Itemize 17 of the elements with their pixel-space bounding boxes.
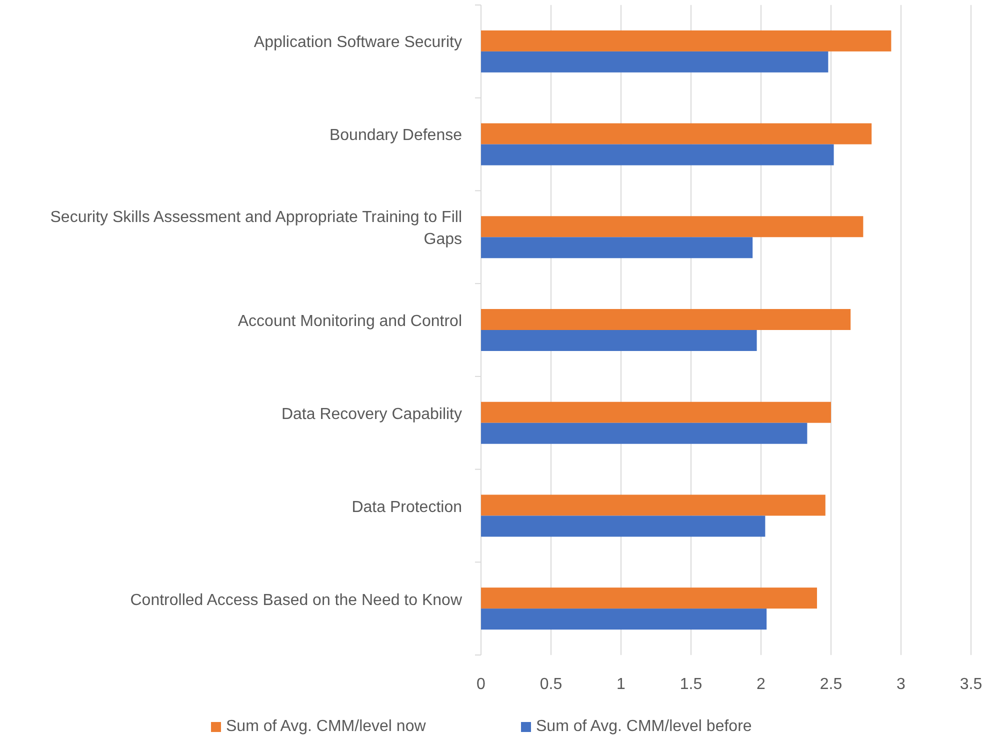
tick-label: 2	[756, 675, 766, 695]
tick-label: 0	[476, 675, 486, 695]
category-label: Security Skills Assessment and Appropriate Training to Fill Gaps	[49, 208, 462, 250]
tick-label: 1	[616, 675, 626, 695]
tick-label: 2.5	[818, 675, 844, 695]
category-label: Data Protection	[352, 498, 462, 518]
category-label: Data Recovery Capability	[281, 404, 462, 425]
legend-label: Sum of Avg. CMM/level before	[536, 717, 752, 737]
tick-label: 3.5	[958, 675, 984, 695]
category-label: Controlled Access Based on the Need to Know	[130, 590, 462, 611]
category-label: Boundary Defense	[329, 126, 462, 146]
tick-label: 1.5	[678, 675, 704, 695]
legend-label: Sum of Avg. CMM/level now	[226, 717, 426, 737]
category-label: Account Monitoring and Control	[238, 312, 462, 332]
category-label: Application Software Security	[254, 33, 462, 54]
tick-label: 3	[896, 675, 906, 695]
tick-label: 0.5	[538, 675, 564, 695]
